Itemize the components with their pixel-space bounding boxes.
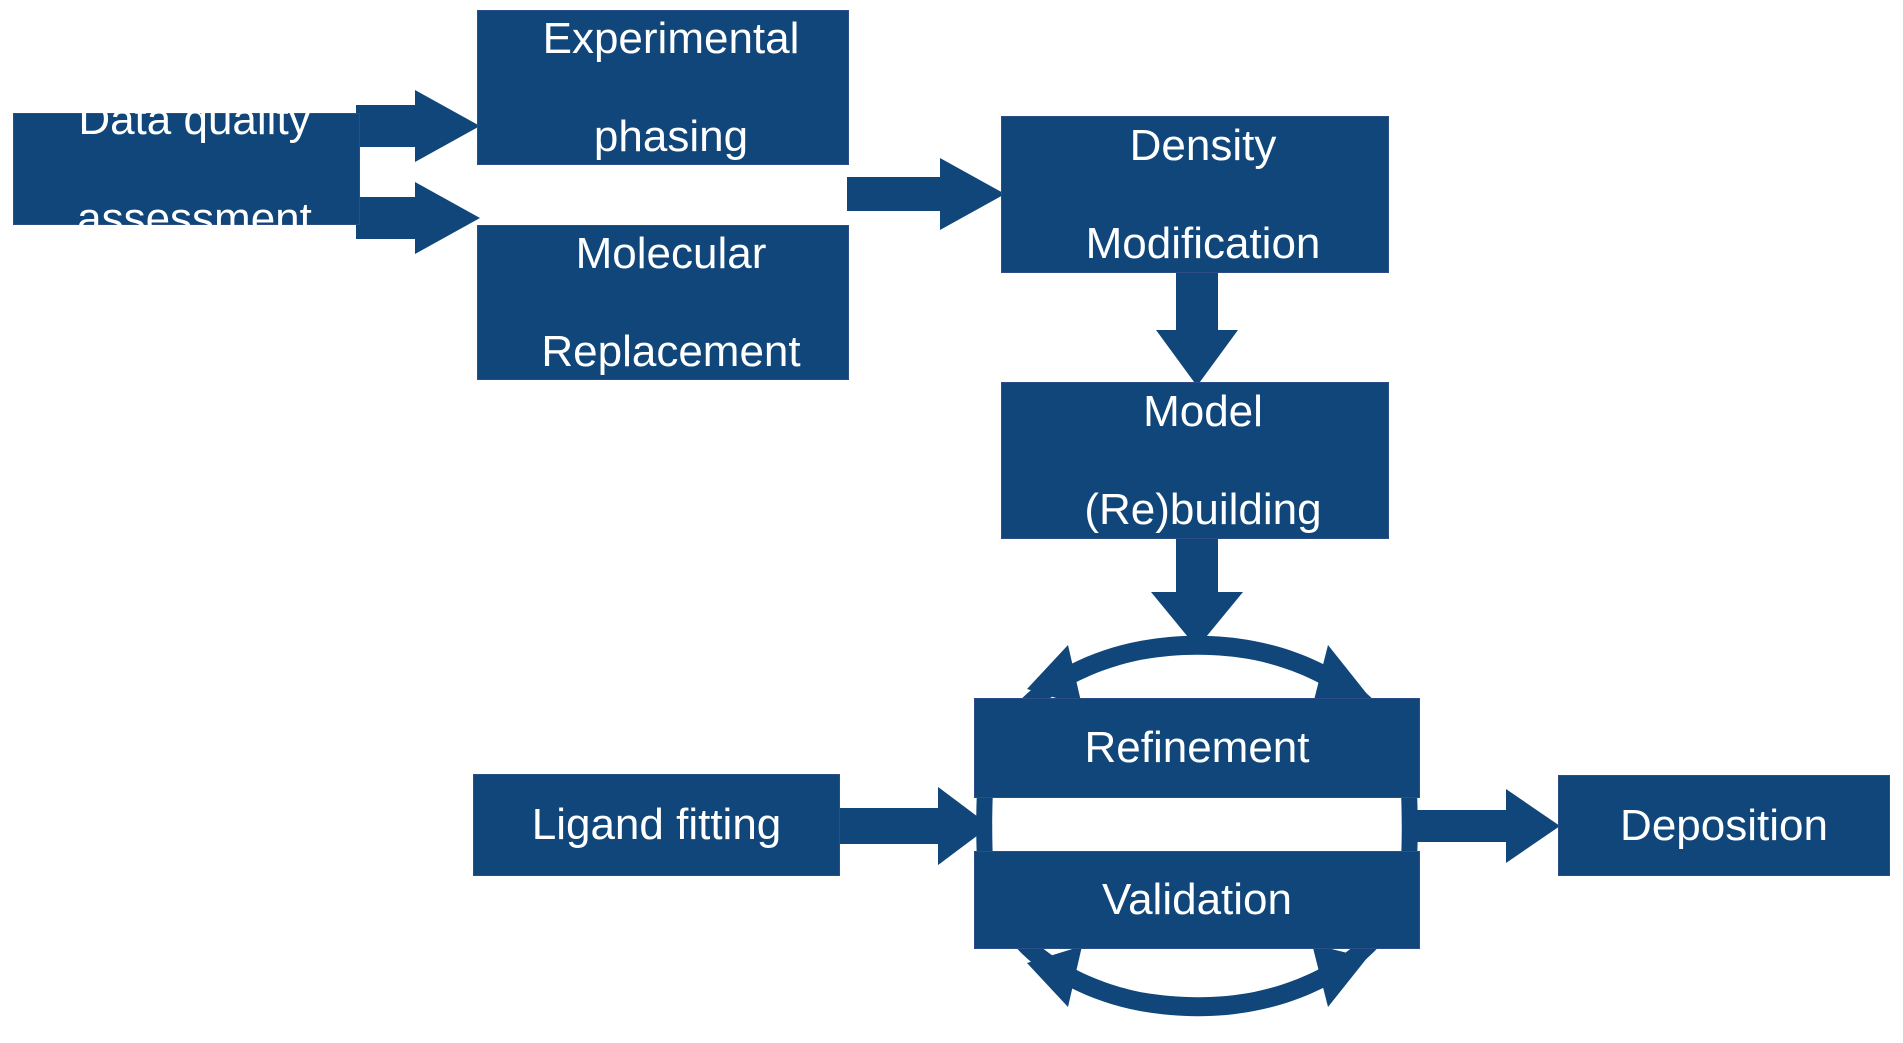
node-label: Molecular Replacement: [478, 229, 848, 377]
arrow-dqa-to-molecular-replacement: [356, 182, 480, 254]
arrow-density-modification-to-model-rebuilding: [1156, 271, 1238, 386]
node-label: Deposition: [1620, 800, 1828, 850]
node-label-line1: Data quality: [78, 95, 311, 145]
node-refinement[interactable]: Refinement: [974, 698, 1420, 798]
node-density-modification[interactable]: Density Modification: [1001, 116, 1389, 273]
node-label: Validation: [1102, 875, 1292, 925]
node-label-line2: (Re)building: [1084, 485, 1322, 535]
node-label: Data quality assessment: [14, 95, 359, 243]
node-label: Refinement: [1084, 723, 1310, 773]
node-validation[interactable]: Validation: [974, 851, 1420, 949]
node-label-line2: Replacement: [541, 327, 801, 377]
arrow-dqa-to-experimental-phasing: [356, 90, 480, 162]
node-label-line1: Molecular: [575, 228, 767, 278]
node-data-quality-assessment[interactable]: Data quality assessment: [13, 95, 360, 243]
node-deposition[interactable]: Deposition: [1558, 775, 1890, 876]
node-label-line1: Model: [1143, 386, 1263, 436]
node-label: Experimental phasing: [478, 14, 848, 162]
node-label: Density Modification: [1002, 121, 1388, 269]
node-label-line1: Experimental: [542, 13, 800, 63]
node-label: Ligand fitting: [531, 800, 782, 850]
arrow-phasing-to-density-modification: [847, 158, 1005, 230]
node-molecular-replacement[interactable]: Molecular Replacement: [477, 225, 849, 380]
node-label-line1: Density: [1129, 120, 1277, 170]
node-label-line2: assessment: [77, 193, 312, 243]
node-label: Model (Re)building: [1002, 387, 1388, 535]
node-label-line2: phasing: [593, 112, 749, 162]
node-ligand-fitting[interactable]: Ligand fitting: [473, 774, 840, 876]
arrow-model-rebuilding-to-cycle: [1151, 535, 1243, 648]
node-model-rebuilding[interactable]: Model (Re)building: [1001, 382, 1389, 539]
arrow-ligand-fitting-to-cycle: [840, 787, 990, 865]
node-label-line2: Modification: [1085, 219, 1321, 269]
arrow-cycle-to-deposition: [1412, 789, 1560, 863]
node-experimental-phasing[interactable]: Experimental phasing: [477, 10, 849, 165]
